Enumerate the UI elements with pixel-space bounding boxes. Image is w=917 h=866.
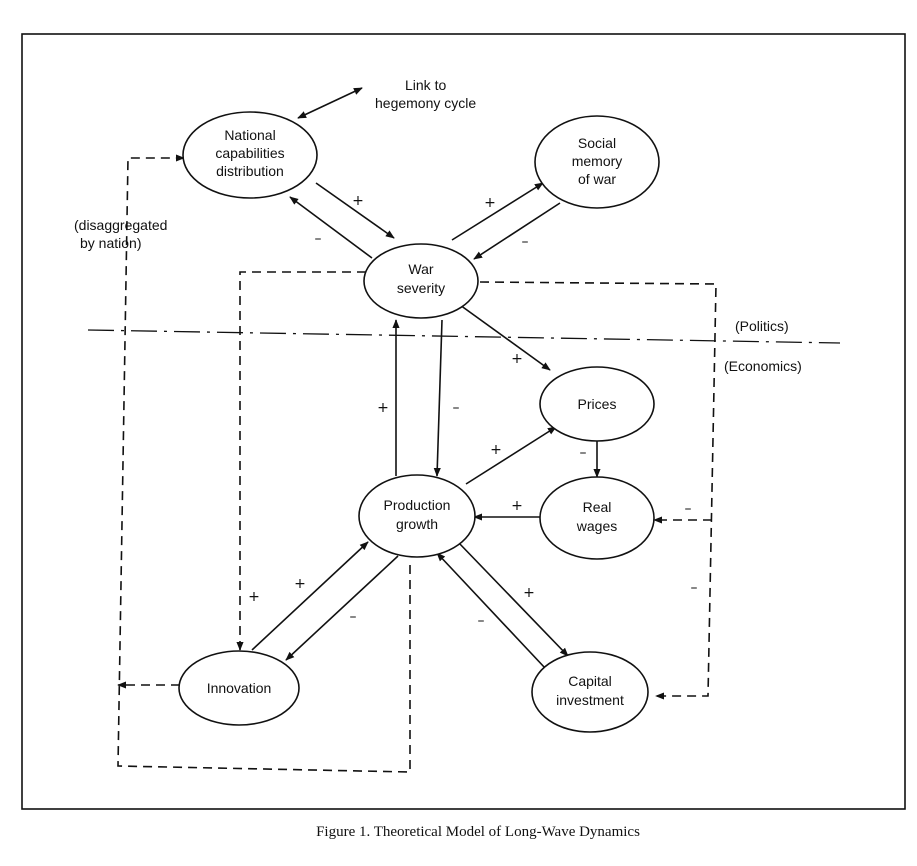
sign-innovation-production-plus-2: + (248, 589, 260, 605)
link-production-to-capital (457, 541, 569, 657)
node-national-line-3: distribution (216, 163, 284, 179)
hegemony-label-line-1: Link to (405, 77, 446, 93)
node-national-line-2: capabilities (215, 145, 284, 161)
sign-loop-wages-minus: – (685, 501, 692, 517)
disaggregated-label-line-2: by nation) (80, 235, 141, 251)
link-national-to-war (315, 182, 395, 239)
hegemony-label-line-2: hegemony cycle (375, 95, 476, 111)
node-war-line-1: War (408, 261, 433, 277)
node-social-line-2: memory (572, 153, 623, 169)
sign-war-social-plus: + (484, 195, 496, 211)
link-capital-to-production (436, 552, 546, 669)
node-real-wages: Real wages (539, 476, 655, 560)
link-war-to-national (289, 196, 373, 259)
sign-war-prices-plus: + (511, 351, 523, 367)
sign-production-innovation-minus: – (350, 609, 357, 625)
sign-production-war-plus: + (377, 400, 389, 416)
node-production-growth: Production growth (358, 474, 476, 558)
politics-label: (Politics) (735, 318, 789, 334)
sign-war-production-minus: – (453, 400, 460, 416)
node-war-line-2: severity (397, 280, 445, 296)
sign-loop-capital-minus: – (691, 580, 698, 596)
node-social-line-1: Social (578, 135, 616, 151)
node-innovation-line-1: Innovation (207, 680, 272, 696)
node-prices-line-1: Prices (578, 396, 617, 412)
sign-national-war-plus: + (352, 193, 364, 209)
node-production-line-1: Production (384, 497, 451, 513)
link-social-to-war (473, 202, 561, 260)
disaggregated-label-line-1: (disaggregated (74, 217, 167, 233)
loop-war-to-innovation (236, 271, 366, 651)
link-war-to-prices (459, 304, 551, 371)
node-wages-line-2: wages (576, 518, 617, 534)
figure-frame (21, 33, 906, 810)
sign-production-capital-plus: + (523, 585, 535, 601)
link-war-to-production (433, 319, 443, 477)
node-war-severity: War severity (363, 243, 479, 319)
sign-production-prices-plus: + (490, 442, 502, 458)
sign-prices-wages-minus: – (580, 445, 587, 461)
sign-innovation-production-plus-1: + (294, 576, 306, 592)
node-national-capabilities: National capabilities distribution (182, 111, 318, 199)
loop-innovation-to-national (117, 154, 411, 773)
link-production-to-prices (465, 426, 557, 485)
politics-economics-divider (87, 329, 841, 344)
node-prices: Prices (539, 366, 655, 442)
node-wages-line-1: Real (583, 499, 612, 515)
sign-wages-production-plus: + (511, 498, 523, 514)
node-national-line-1: National (224, 127, 275, 143)
sign-war-national-minus: – (315, 231, 322, 247)
figure-caption: Figure 1. Theoretical Model of Long-Wave… (316, 824, 640, 840)
node-capital-investment: Capital investment (531, 651, 649, 733)
sign-capital-production-minus: – (478, 613, 485, 629)
node-capital-line-2: investment (556, 692, 624, 708)
node-social-memory: Social memory of war (534, 115, 660, 209)
economics-label: (Economics) (724, 358, 802, 374)
loop-war-to-capital (479, 281, 717, 700)
link-hegemony-arrow (297, 87, 363, 119)
link-innovation-to-production (251, 541, 369, 651)
node-innovation: Innovation (178, 650, 300, 726)
node-capital-line-1: Capital (568, 673, 612, 689)
link-war-to-social (451, 182, 544, 241)
node-production-line-2: growth (396, 516, 438, 532)
sign-social-war-minus: – (522, 234, 529, 250)
node-social-line-3: of war (578, 171, 616, 187)
link-production-to-innovation (285, 555, 399, 661)
